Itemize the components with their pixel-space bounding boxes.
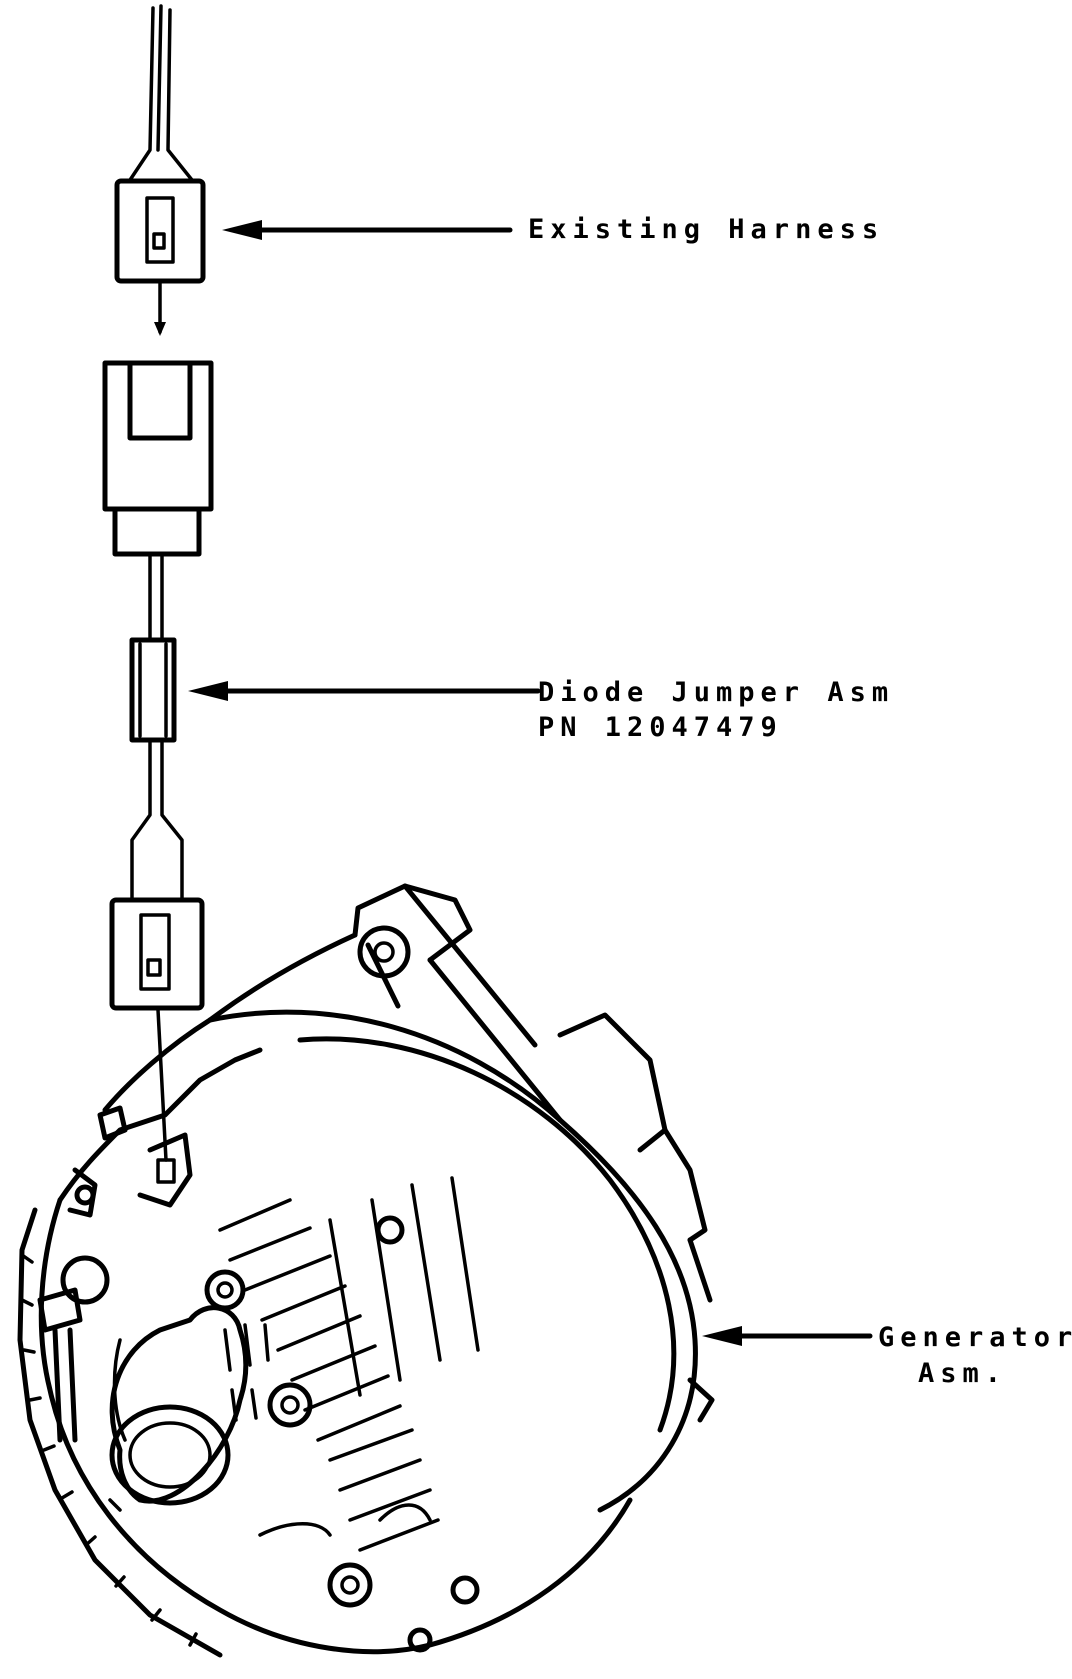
- diode-jumper-leader: [188, 681, 541, 701]
- connector-direction-arrow: [154, 281, 166, 336]
- generator-leader: [702, 1326, 873, 1346]
- diode-jumper-part-number: PN 12047479: [538, 712, 783, 743]
- diode-jumper-plug: [102, 360, 214, 557]
- generator-label: Generator: [878, 1322, 1072, 1353]
- existing-harness-leader: [222, 220, 513, 240]
- diode-jumper-label: Diode Jumper Asm: [538, 677, 895, 708]
- generator-housing: [17, 883, 715, 1658]
- diode-jumper-wires: [129, 552, 184, 902]
- existing-harness-label: Existing Harness: [528, 214, 885, 245]
- existing-harness-connector: [114, 4, 206, 284]
- diode-jumper-connector: [109, 897, 205, 1162]
- generator-label-asm: Asm.: [918, 1358, 1008, 1389]
